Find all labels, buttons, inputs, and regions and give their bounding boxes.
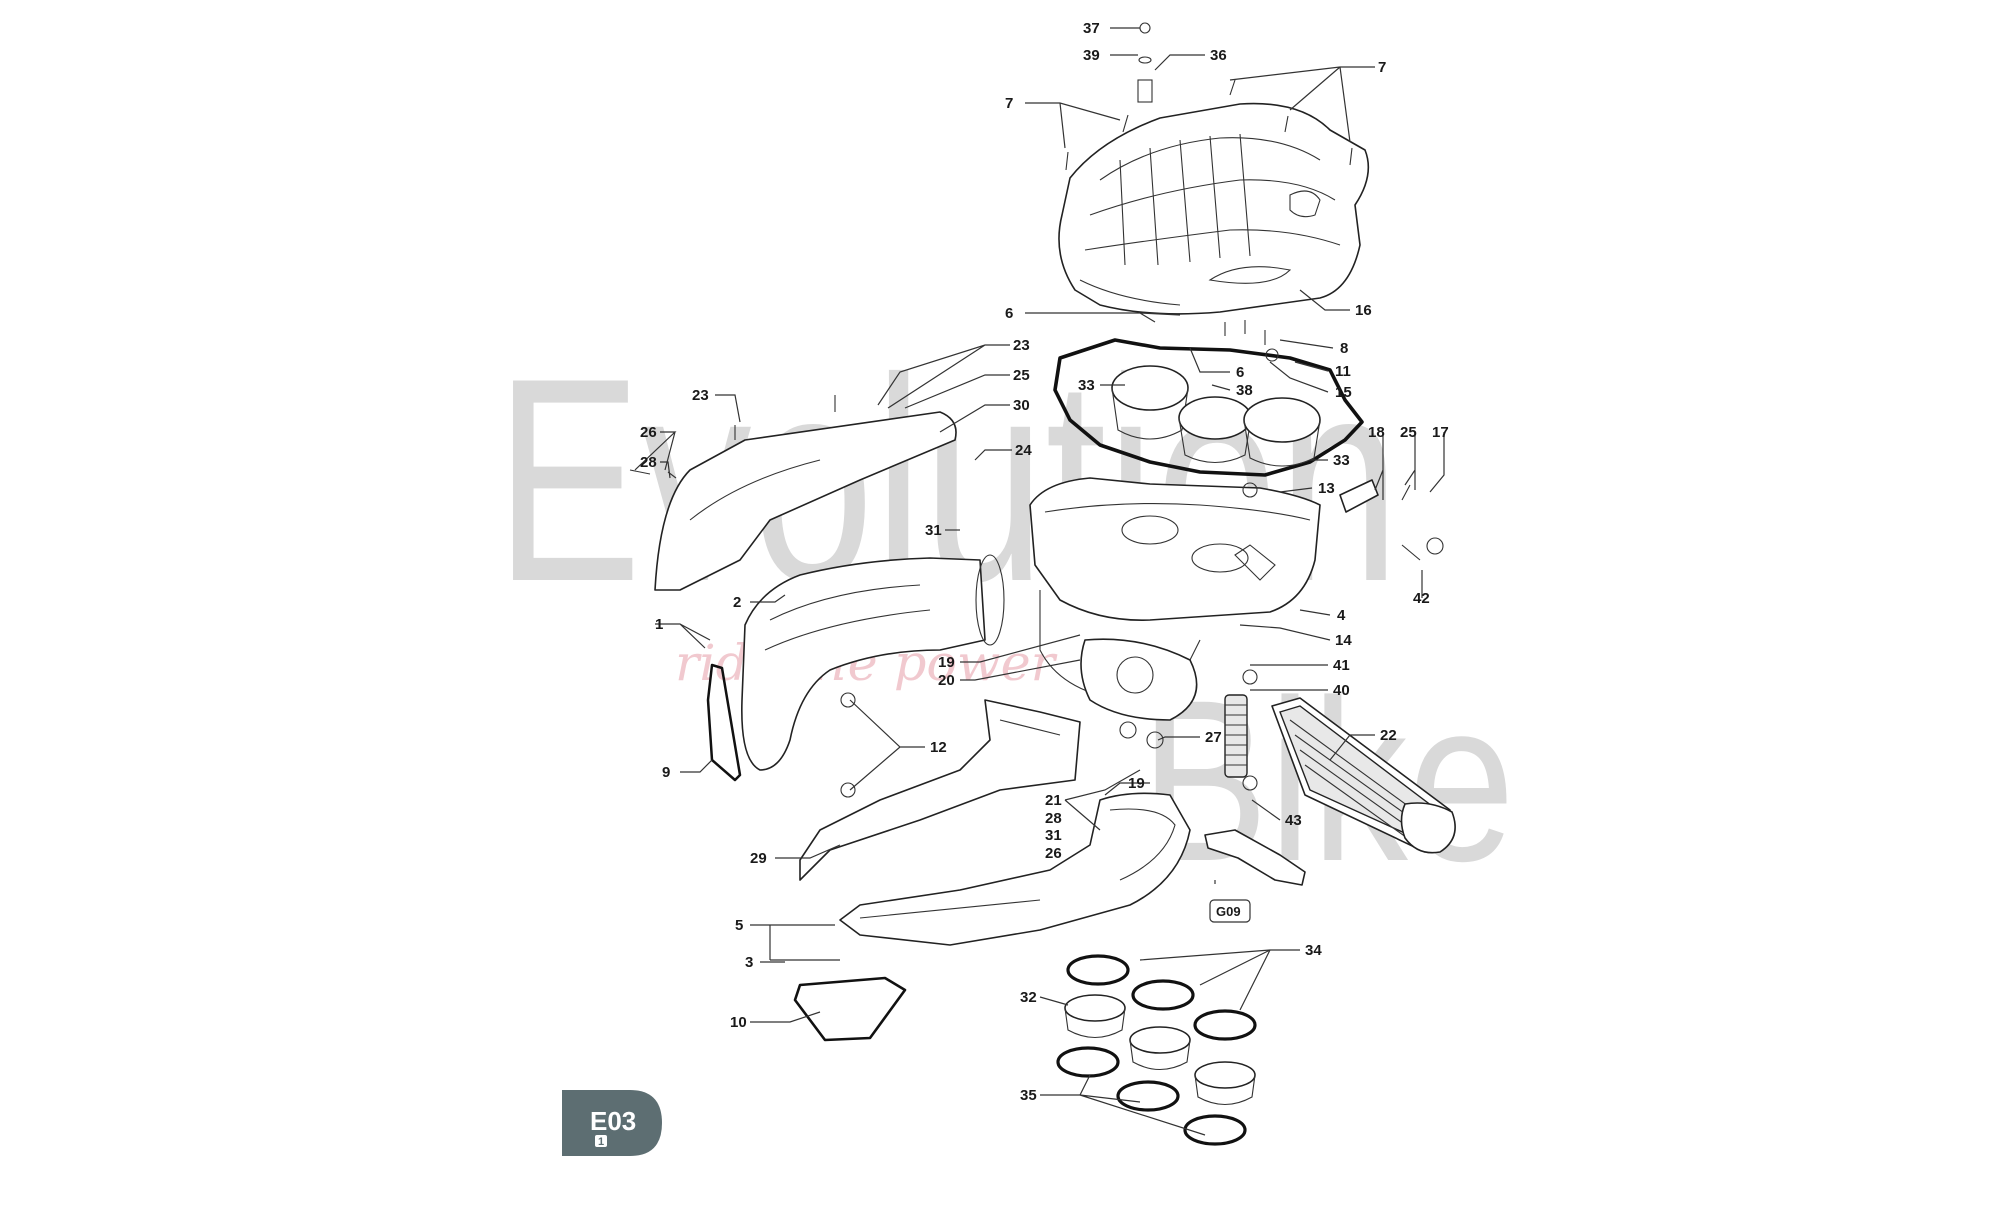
callout-20: 20 (938, 672, 955, 689)
callout-1: 1 (655, 616, 663, 633)
reference-label: G09 (1216, 904, 1241, 919)
callout-22: 22 (1380, 727, 1397, 744)
callout-41: 41 (1333, 657, 1350, 674)
callout-8: 8 (1340, 340, 1348, 357)
callout-17: 17 (1432, 424, 1449, 441)
callout-24: 24 (1015, 442, 1032, 459)
callout-7-left: 7 (1005, 95, 1013, 112)
callout-36: 36 (1210, 47, 1227, 64)
callout-37: 37 (1083, 20, 1100, 37)
callout-31-bottom: 31 (1045, 827, 1062, 844)
callout-43: 43 (1285, 812, 1302, 829)
callout-15: 15 (1335, 384, 1352, 401)
heat-shield (799, 699, 1081, 881)
callout-23-right: 23 (1013, 337, 1030, 354)
callout-28-bottom: 28 (1045, 810, 1062, 827)
callout-40: 40 (1333, 682, 1350, 699)
callout-19-bottom: 19 (1128, 775, 1145, 792)
callout-26-bottom: 26 (1045, 845, 1062, 862)
callout-2: 2 (733, 594, 741, 611)
callout-27: 27 (1205, 729, 1222, 746)
callout-35: 35 (1020, 1087, 1037, 1104)
callout-16: 16 (1355, 302, 1372, 319)
throttle-sleeves (1064, 994, 1256, 1106)
callout-38: 38 (1236, 382, 1253, 399)
fasteners (629, 22, 1444, 798)
callout-5: 5 (735, 917, 743, 934)
callout-30: 30 (1013, 397, 1030, 414)
callout-13: 13 (1318, 480, 1335, 497)
callout-42: 42 (1413, 590, 1430, 607)
callout-29: 29 (750, 850, 767, 867)
section-badge: E03 1 (562, 1090, 662, 1156)
callout-14: 14 (1335, 632, 1352, 649)
intake-duct (741, 554, 1005, 771)
callout-7-right: 7 (1378, 59, 1386, 76)
callout-6-left: 6 (1005, 305, 1013, 322)
callout-21: 21 (1045, 792, 1062, 809)
gasket-9 (706, 663, 742, 782)
airbox-cover (1058, 102, 1370, 315)
badge-code: E03 (590, 1106, 636, 1136)
breather-hose (1224, 694, 1248, 778)
airbox-housing (1029, 477, 1321, 721)
callout-39: 39 (1083, 47, 1100, 64)
reference-box (1209, 899, 1251, 923)
parts-artwork (629, 22, 1456, 1146)
reference-g09[interactable]: G09 (1209, 899, 1251, 923)
badge-shape (562, 1090, 662, 1156)
callout-19-top: 19 (938, 654, 955, 671)
left-panel (654, 411, 957, 591)
callout-33-left: 33 (1078, 377, 1095, 394)
badge-sub: 1 (598, 1136, 604, 1148)
air-filter (1271, 697, 1456, 854)
callout-34: 34 (1305, 942, 1322, 959)
intake-trumpets (1111, 365, 1321, 467)
callout-23-left: 23 (692, 387, 709, 404)
callout-32: 32 (1020, 989, 1037, 1006)
callout-18: 18 (1368, 424, 1385, 441)
callout-3: 3 (745, 954, 753, 971)
callout-10: 10 (730, 1014, 747, 1031)
leader-lines (634, 27, 1445, 1136)
callout-4: 4 (1337, 607, 1346, 624)
callout-12: 12 (930, 739, 947, 756)
badge-sub-box (595, 1135, 607, 1147)
lower-tray (839, 792, 1191, 946)
callout-25-top: 25 (1013, 367, 1030, 384)
callout-31-top: 31 (925, 522, 942, 539)
gasket-15 (1053, 338, 1364, 477)
callout-9: 9 (662, 764, 670, 781)
callout-6-right: 6 (1236, 364, 1244, 381)
bracket (1204, 829, 1306, 886)
callout-28-top: 28 (640, 454, 657, 471)
callout-labels: 37 39 36 7 7 16 6 8 11 15 6 38 33 33 13 … (640, 20, 1449, 1104)
callout-33-right: 33 (1333, 452, 1350, 469)
callout-25-right: 25 (1400, 424, 1417, 441)
callout-26-top: 26 (640, 424, 657, 441)
gasket-10 (793, 976, 907, 1042)
callout-11: 11 (1335, 363, 1351, 380)
o-rings (1056, 954, 1257, 1146)
